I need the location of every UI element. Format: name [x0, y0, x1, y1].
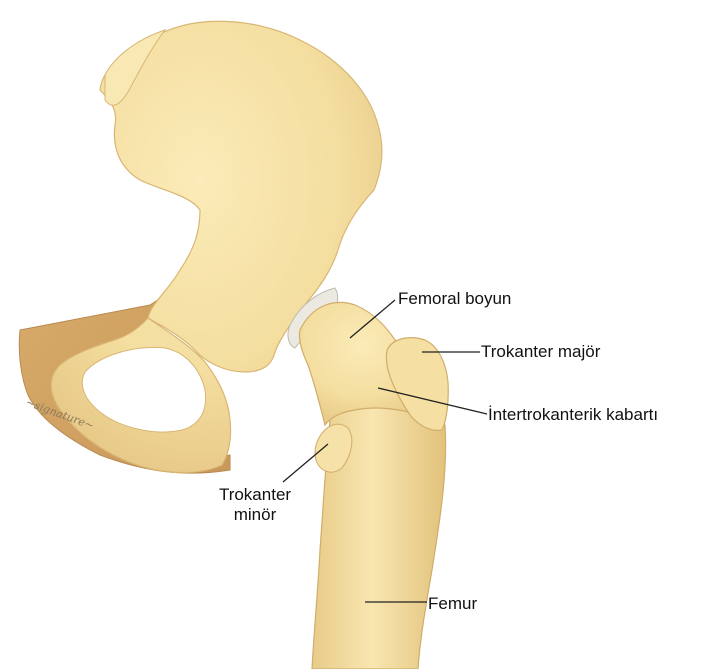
label-lesser-trochanter-line2: minör — [200, 505, 310, 525]
label-femur: Femur — [428, 594, 477, 614]
label-lesser-trochanter-line1: Trokanter — [200, 485, 310, 505]
label-femoral-neck: Femoral boyun — [398, 289, 511, 309]
label-greater-trochanter: Trokanter majör — [481, 342, 600, 362]
label-intertrochanteric: İntertrokanterik kabartı — [488, 405, 658, 425]
label-lesser-trochanter: Trokanter minör — [200, 485, 310, 525]
